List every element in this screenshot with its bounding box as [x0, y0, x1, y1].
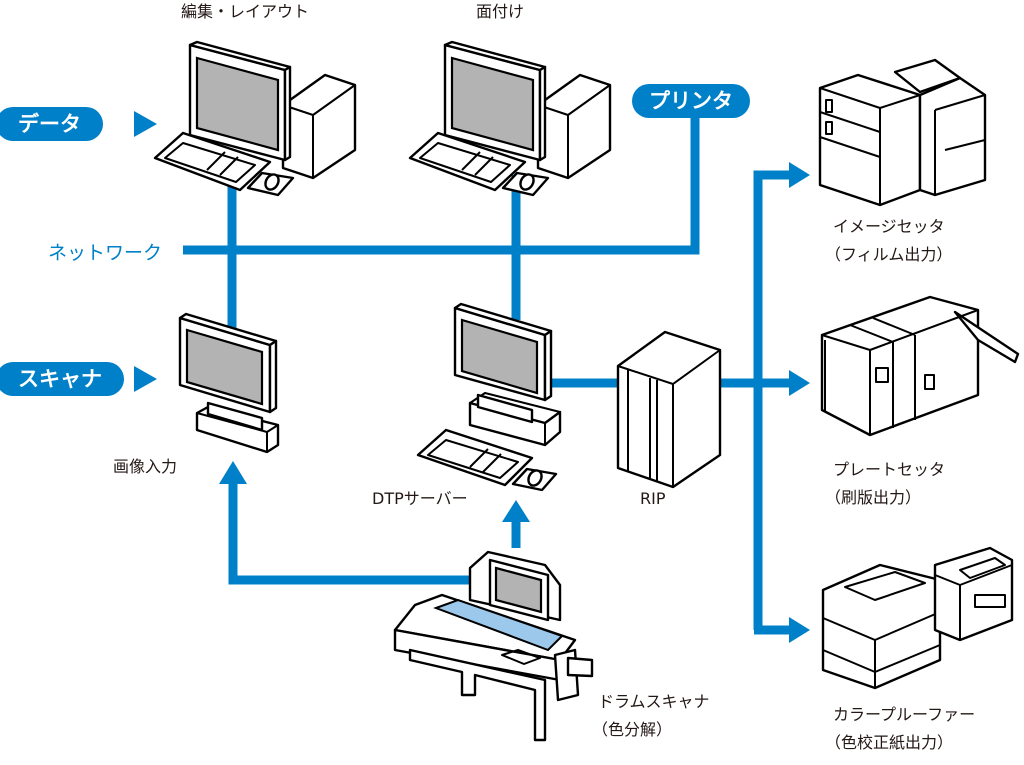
drum-scanner-label: ドラムスキャナ	[598, 692, 710, 711]
image-input-monitor-icon[interactable]	[178, 312, 280, 454]
data-input-badge: データ	[0, 107, 103, 141]
drum-scanner-icon[interactable]	[393, 550, 594, 742]
color-proofer-sublabel: （色校正紙出力）	[825, 733, 954, 752]
scanner-input-badge: スキャナ	[0, 362, 124, 396]
arrow-platesetter-icon	[789, 370, 810, 396]
imagesetter-icon[interactable]	[818, 58, 987, 207]
network-label: ネットワーク	[48, 242, 163, 264]
color-proofer-icon[interactable]	[821, 546, 1014, 690]
rip-server-icon[interactable]	[616, 330, 722, 489]
imagesetter-label: イメージセッタ	[833, 217, 945, 236]
platesetter-icon[interactable]	[820, 295, 1020, 437]
edit-layout-label: 編集・レイアウト	[180, 2, 310, 21]
wire-scanner-image-input	[228, 480, 490, 585]
arrow-imagesetter-icon	[789, 162, 810, 188]
edit-layout-computer-icon[interactable]	[153, 40, 357, 197]
image-input-label: 画像入力	[113, 457, 178, 476]
imposition-label: 面付け	[475, 2, 525, 21]
imposition-computer-icon[interactable]	[408, 40, 612, 197]
imagesetter-sublabel: （フィルム出力）	[825, 245, 953, 264]
platesetter-label: プレートセッタ	[833, 460, 946, 479]
network-wires	[183, 118, 792, 635]
network-line	[183, 118, 700, 255]
dtp-server-label: DTPサーバー	[372, 489, 468, 508]
color-proofer-label: カラープルーファー	[833, 705, 976, 724]
arrows	[134, 111, 810, 643]
dtp-server-computer-icon[interactable]	[416, 302, 562, 492]
arrow-proofer-icon	[789, 617, 810, 643]
rip-label: RIP	[640, 489, 666, 508]
arrow-up-image-input-icon	[219, 461, 247, 484]
printer-badge: プリンタ	[632, 84, 750, 118]
arrow-scanner-icon	[134, 366, 157, 392]
arrow-data-icon	[134, 111, 157, 137]
arrow-up-dtp-icon	[502, 500, 530, 522]
wire-output-bus	[753, 170, 792, 630]
drum-scanner-sublabel: （色分解）	[592, 720, 673, 739]
platesetter-sublabel: （刷版出力）	[825, 488, 922, 507]
